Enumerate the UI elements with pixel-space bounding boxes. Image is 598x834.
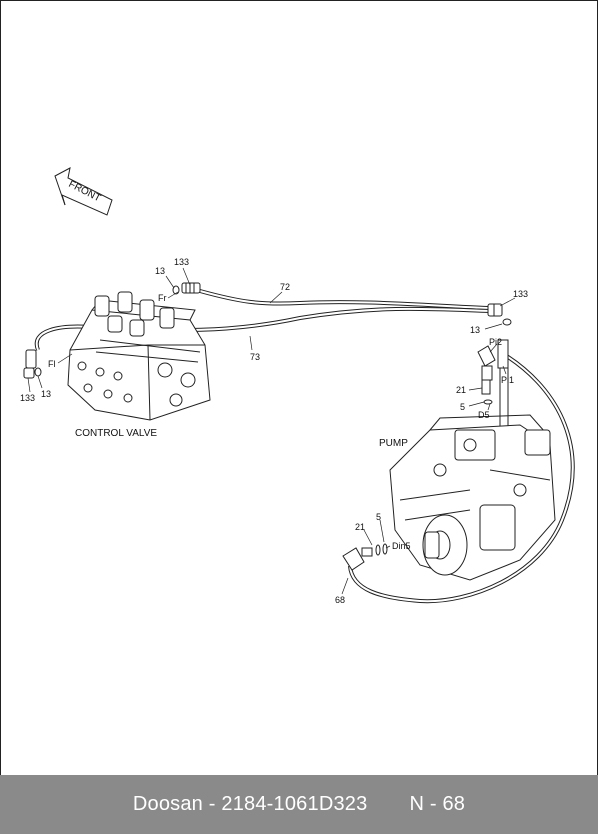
- footer-part-text: Doosan - 2184-1061D323: [132, 793, 368, 815]
- control-valve-label: CONTROL VALVE: [75, 428, 157, 439]
- callout-133-left: 133: [20, 393, 35, 403]
- callout-133-top: 133: [174, 257, 189, 267]
- callout-5-top: 5: [460, 402, 465, 412]
- callout-pi1: Pi1: [501, 375, 514, 385]
- callout-68: 68: [335, 595, 345, 605]
- callout-72: 72: [280, 282, 290, 292]
- pump-drawing: [389, 414, 556, 581]
- fitting-pi-ports: [477, 339, 509, 429]
- leader-lines: [27, 267, 516, 595]
- callout-din5: Din5: [392, 541, 411, 551]
- footer-page-text: N - 68: [409, 793, 466, 815]
- callout-21-top: 21: [456, 385, 466, 395]
- parts-diagram: FRONT CONTROL VALVE PUMP 133 13 Fr 72 73…: [20, 167, 575, 605]
- control-valve-drawing: [67, 291, 211, 421]
- fitting-133-left: [23, 349, 42, 379]
- callout-fr: Fr: [158, 293, 167, 303]
- fitting-133-right: [487, 303, 512, 326]
- callout-21-bottom: 21: [355, 522, 365, 532]
- callout-73: 73: [250, 352, 260, 362]
- callout-5-bottom: 5: [376, 512, 381, 522]
- fitting-din5: [342, 543, 388, 571]
- callout-d5: D5: [478, 410, 490, 420]
- pump-label: PUMP: [379, 438, 408, 449]
- callout-13-left: 13: [41, 389, 51, 399]
- hose-73: [34, 306, 491, 351]
- front-arrow-icon: [54, 167, 113, 216]
- hose-72: [199, 289, 489, 310]
- callout-13-top: 13: [155, 266, 165, 276]
- callout-pi2: Pi2: [489, 337, 502, 347]
- footer-bar: Doosan - 2184-1061D323 N - 68: [0, 775, 598, 834]
- callout-13-right: 13: [470, 325, 480, 335]
- callout-133-right: 133: [513, 289, 528, 299]
- hose-68: [348, 353, 575, 604]
- callout-fl: Fl: [48, 359, 56, 369]
